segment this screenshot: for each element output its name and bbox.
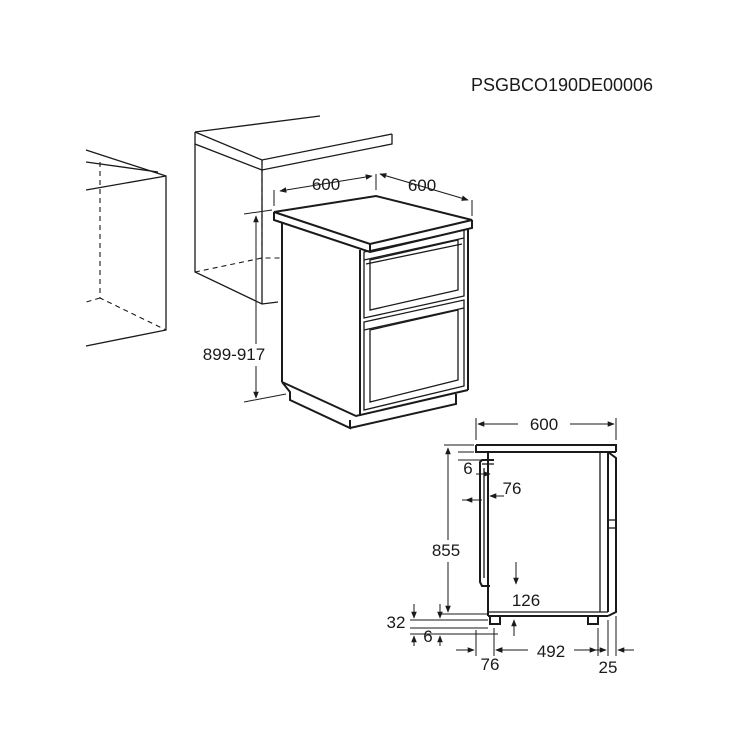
handle-depth-label: 76 xyxy=(503,479,522,498)
bottom-gap-label: 126 xyxy=(512,591,540,610)
depth-label: 600 xyxy=(408,176,436,195)
height-dimension: 899-917 xyxy=(192,209,287,403)
product-code: PSGBCO190DE00006 xyxy=(471,75,653,95)
perspective-view: 600 600 899-917 xyxy=(85,115,473,430)
cooker-perspective xyxy=(273,194,473,430)
bottom-gap-dimension: 126 xyxy=(511,562,540,636)
front-offset-label: 76 xyxy=(481,655,500,674)
top-gap-label: 6 xyxy=(463,459,472,478)
top-gap-dimension: 6 xyxy=(444,444,494,478)
side-height-label: 855 xyxy=(432,541,460,560)
side-height-dimension: 855 xyxy=(426,447,488,615)
plinth-dimension: 32 6 xyxy=(387,604,498,646)
width-dimension: 600 xyxy=(273,174,377,206)
right-cabinet-outline xyxy=(194,115,393,305)
foot-span-label: 492 xyxy=(537,642,565,661)
width-label: 600 xyxy=(312,175,340,194)
side-view: 600 6 76 855 126 xyxy=(387,412,634,677)
handle-depth-dimension: 76 xyxy=(462,479,522,503)
side-width-label: 600 xyxy=(530,415,558,434)
cooker-side-outline xyxy=(475,444,617,625)
bottom-span-dimensions: 76 492 25 xyxy=(456,616,634,677)
foot-label: 6 xyxy=(423,627,432,646)
depth-dimension: 600 xyxy=(379,173,473,216)
back-offset-label: 25 xyxy=(599,658,618,677)
side-width-dimension: 600 xyxy=(475,412,617,440)
left-cabinet-outline xyxy=(85,149,167,347)
plinth-label: 32 xyxy=(387,613,406,632)
height-label: 899-917 xyxy=(203,345,265,364)
